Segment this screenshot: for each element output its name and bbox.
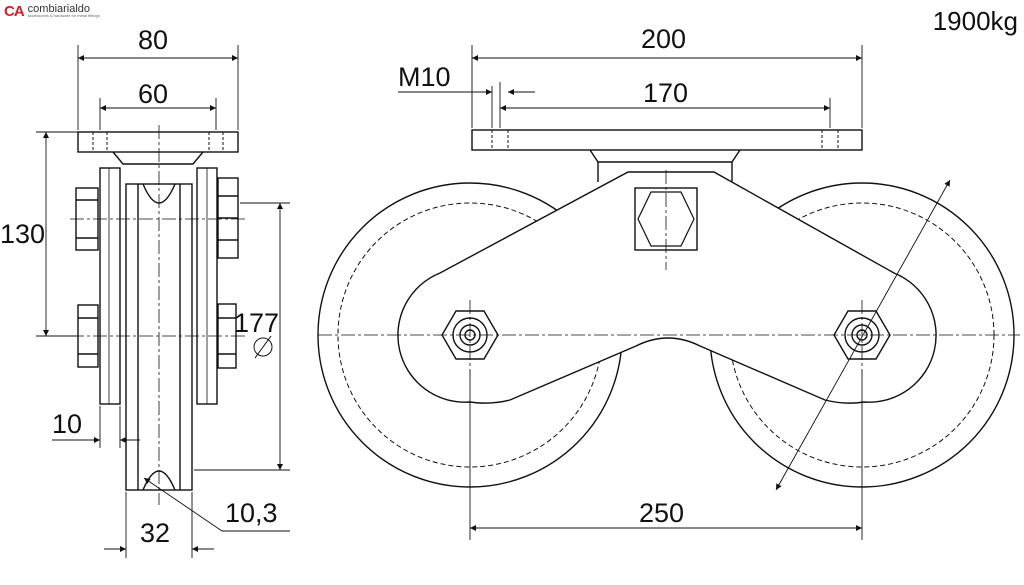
brand-name: combiarialdo [27, 3, 91, 15]
dim-side-height: 130 [0, 219, 45, 249]
dim-groove-radius: 10,3 [225, 498, 278, 528]
dim-side-width: 80 [138, 25, 168, 55]
dim-wheel-diameter: 177 [234, 308, 279, 338]
brand-logo: CA combiarialdo accessories & hardware f… [4, 2, 100, 20]
hex-bolt-top-right [217, 177, 239, 259]
dim-side-bolt-spacing: 60 [138, 79, 168, 109]
front-neck [589, 149, 741, 182]
dim-plate-thickness: 10 [52, 409, 82, 439]
dim-hole-spacing: 170 [643, 78, 688, 108]
front-mounting-plate [471, 129, 863, 151]
front-dimensions [398, 45, 951, 540]
side-view [36, 45, 290, 558]
dim-thread: M10 [398, 62, 451, 92]
side-mounting-plate [77, 131, 239, 153]
side-bracket-left [99, 167, 121, 405]
brand-tagline: accessories & hardware for metal fitting… [27, 13, 100, 18]
dim-wheel-width: 32 [140, 518, 170, 548]
central-bolt-hex [637, 191, 695, 247]
dim-plate-length: 200 [641, 24, 686, 54]
load-rating: 1900kg [932, 6, 1018, 36]
side-dimensions [36, 45, 290, 558]
front-view [317, 45, 1020, 540]
dim-axle-spacing: 250 [639, 498, 684, 528]
side-neck [112, 151, 204, 165]
brand-mark: CA [4, 2, 25, 20]
